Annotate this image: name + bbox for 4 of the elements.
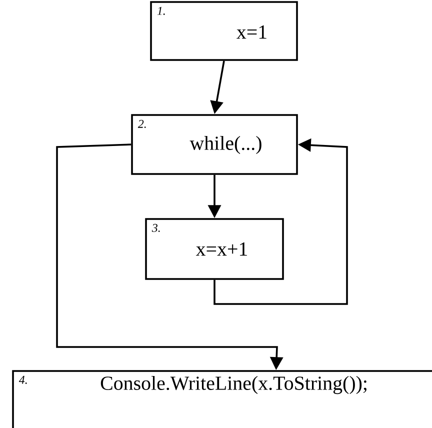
process-box: 4. Console.WriteLine(x.ToString()); [12,370,432,428]
process-box: 1. x=1 [150,1,298,61]
process-box: 3. x=x+1 [145,218,284,280]
process-box: 2. while(...) [131,114,298,175]
